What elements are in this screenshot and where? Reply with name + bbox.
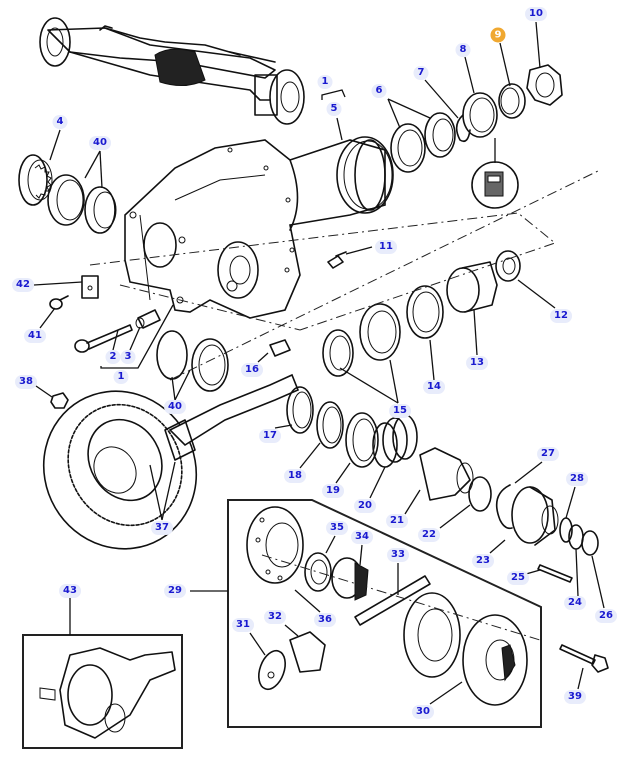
part-2-bolt[interactable]	[74, 324, 133, 353]
part-5-o-ring[interactable]	[336, 136, 394, 214]
part-19-disc[interactable]	[345, 412, 379, 468]
part-40-bearing-lower[interactable]	[156, 330, 229, 392]
callout-20[interactable]: 20	[354, 499, 376, 513]
callout-17[interactable]: 17	[259, 429, 281, 443]
callout-34[interactable]: 34	[351, 530, 373, 544]
part-30-case-half[interactable]	[403, 592, 528, 706]
part-26-snap-ring[interactable]	[581, 530, 599, 556]
callout-12[interactable]: 12	[550, 309, 572, 323]
callout-43[interactable]: 43	[59, 584, 81, 598]
callout-39[interactable]: 39	[564, 690, 586, 704]
part-22-ring[interactable]	[468, 476, 492, 512]
part-40-bearing-left[interactable]	[47, 174, 117, 234]
assembly-dash-lines	[89, 169, 601, 641]
callout-40-top[interactable]: 40	[89, 136, 111, 150]
differential-housing[interactable]	[124, 139, 386, 319]
part-11-breather[interactable]	[327, 251, 347, 269]
part-38-nut[interactable]	[50, 392, 69, 409]
part-31-washer[interactable]	[254, 647, 290, 693]
part-35-thrust-washer[interactable]	[304, 552, 332, 592]
callout-37[interactable]: 37	[151, 521, 173, 535]
callout-18[interactable]: 18	[284, 469, 306, 483]
part-20-spring[interactable]	[372, 414, 418, 468]
callout-41[interactable]: 41	[24, 329, 46, 343]
callout-21[interactable]: 21	[386, 514, 408, 528]
part-10-nut[interactable]	[526, 64, 563, 106]
part-6-bearing[interactable]	[390, 112, 456, 173]
part-3-dowel[interactable]	[135, 309, 161, 329]
callout-6[interactable]: 6	[371, 84, 387, 98]
callout-13[interactable]: 13	[466, 356, 488, 370]
callout-9-highlighted[interactable]: 9	[490, 27, 506, 43]
callout-15[interactable]: 15	[389, 404, 411, 418]
part-16-dowel[interactable]	[269, 339, 291, 357]
callout-36[interactable]: 36	[314, 613, 336, 627]
callout-24[interactable]: 24	[564, 596, 586, 610]
callout-2[interactable]: 2	[105, 350, 121, 364]
callout-5[interactable]: 5	[326, 102, 342, 116]
part-36-differential-case[interactable]	[246, 506, 304, 584]
callout-7[interactable]: 7	[413, 66, 429, 80]
part-25-pin[interactable]	[537, 564, 573, 583]
callout-33[interactable]: 33	[387, 548, 409, 562]
part-12-washer[interactable]	[495, 250, 521, 282]
tool-reference-inset	[471, 138, 519, 209]
callout-11[interactable]: 11	[375, 240, 397, 254]
leader-lines	[33, 21, 605, 705]
part-18-shim[interactable]	[316, 401, 344, 449]
part-7-snap-ring[interactable]	[455, 114, 471, 143]
callout-23[interactable]: 23	[472, 554, 494, 568]
part-13-spacer[interactable]	[446, 261, 498, 313]
part-41-screw[interactable]	[49, 295, 69, 310]
part-42-bracket[interactable]	[81, 275, 99, 299]
axle-overview-illustration	[39, 17, 305, 125]
part-27-snap-ring[interactable]	[495, 484, 513, 530]
part-34-side-gear[interactable]	[331, 557, 369, 601]
callout-31[interactable]: 31	[232, 618, 254, 632]
part-21-sleeve[interactable]	[419, 447, 474, 501]
callout-8[interactable]: 8	[455, 43, 471, 57]
callout-42[interactable]: 42	[12, 278, 34, 292]
callout-4[interactable]: 4	[52, 115, 68, 129]
part-37-crown-wheel-pinion[interactable]	[15, 363, 300, 577]
callout-3[interactable]: 3	[120, 350, 136, 364]
part-39-bolt[interactable]	[559, 644, 609, 673]
group-43-inset-frame	[22, 598, 183, 749]
part-15-bearing[interactable]	[322, 303, 401, 377]
part-9-spacer-ring[interactable]	[498, 83, 526, 119]
callout-30[interactable]: 30	[412, 705, 434, 719]
part-33-shaft[interactable]	[354, 575, 431, 626]
callout-16[interactable]: 16	[241, 363, 263, 377]
part-8-seal[interactable]	[462, 92, 498, 138]
part-23-piston[interactable]	[511, 486, 559, 546]
callout-29[interactable]: 29	[164, 584, 186, 598]
callout-32[interactable]: 32	[264, 610, 286, 624]
part-32-planet-gear[interactable]	[289, 631, 326, 673]
callout-35[interactable]: 35	[326, 521, 348, 535]
part-4-adjusting-ring[interactable]	[18, 154, 53, 206]
callout-19[interactable]: 19	[322, 484, 344, 498]
callout-28[interactable]: 28	[566, 472, 588, 486]
callout-25[interactable]: 25	[507, 571, 529, 585]
callout-26[interactable]: 26	[595, 609, 617, 623]
callout-1-top[interactable]: 1	[317, 75, 333, 89]
callout-1-bottom[interactable]: 1	[113, 370, 129, 384]
part-14-shim[interactable]	[406, 285, 444, 339]
part-17-shim[interactable]	[286, 386, 314, 434]
callout-22[interactable]: 22	[418, 528, 440, 542]
callout-40-bottom[interactable]: 40	[164, 400, 186, 414]
group-29-frame	[190, 499, 542, 728]
callout-38[interactable]: 38	[15, 375, 37, 389]
callout-14[interactable]: 14	[423, 380, 445, 394]
callout-27[interactable]: 27	[537, 447, 559, 461]
callout-10[interactable]: 10	[525, 7, 547, 21]
